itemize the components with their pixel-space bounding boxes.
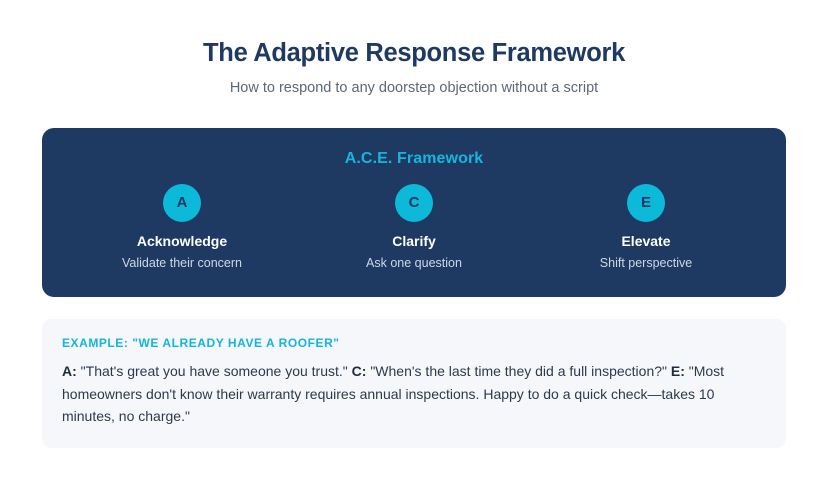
page-title: The Adaptive Response Framework — [203, 39, 625, 67]
example-box: EXAMPLE: "WE ALREADY HAVE A ROOFER" A: "… — [42, 318, 786, 449]
example-heading: EXAMPLE: "WE ALREADY HAVE A ROOFER" — [62, 335, 340, 350]
framework-steps: A Acknowledge Validate their concern C C… — [66, 183, 762, 271]
example-text-c: "When's the last time they did a full in… — [366, 362, 671, 379]
example-marker-e: E: — [670, 362, 685, 379]
framework-step-clarify: C Clarify Ask one question — [298, 183, 530, 271]
example-text-a: "That's great you have someone you trust… — [76, 362, 352, 379]
step-label-clarify: Clarify — [392, 232, 436, 249]
example-body: A: "That's great you have someone you tr… — [62, 360, 766, 428]
framework-step-acknowledge: A Acknowledge Validate their concern — [66, 183, 298, 271]
step-label-acknowledge: Acknowledge — [136, 232, 228, 249]
step-badge-icon-c: C — [395, 183, 433, 222]
page-subtitle: How to respond to any doorstep objection… — [229, 79, 599, 96]
step-badge-icon-e: E — [627, 183, 665, 222]
example-marker-a: A: — [62, 362, 77, 379]
framework-step-elevate: E Elevate Shift perspective — [530, 183, 762, 271]
step-badge-icon-a: A — [163, 183, 201, 222]
framework-panel: A.C.E. Framework A Acknowledge Validate … — [42, 127, 786, 297]
step-description-clarify: Ask one question — [366, 255, 462, 270]
framework-panel-title: A.C.E. Framework — [344, 149, 484, 167]
example-marker-c: C: — [351, 362, 367, 379]
page-header: The Adaptive Response Framework How to r… — [42, 0, 786, 98]
step-description-elevate: Shift perspective — [599, 255, 693, 270]
step-label-elevate: Elevate — [621, 232, 671, 249]
step-description-acknowledge: Validate their concern — [122, 255, 242, 270]
example-text-e: "Most homeowners don't know their warran… — [62, 362, 725, 425]
